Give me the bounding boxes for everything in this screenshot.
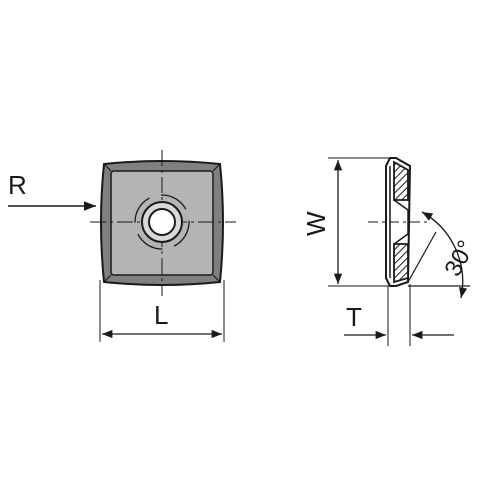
corner-bevel-lines	[103, 163, 221, 283]
angle-label: 30°	[439, 236, 480, 281]
lower-hatched-section	[393, 243, 409, 284]
angle-dimension	[407, 211, 470, 299]
hole-bore	[148, 208, 176, 236]
front-view: R L	[8, 150, 236, 342]
length-dimension	[99, 280, 225, 342]
countersink-circle	[134, 194, 190, 250]
front-center-lines	[90, 150, 236, 296]
thickness-dimension	[344, 284, 454, 346]
length-label: L	[154, 300, 168, 330]
width-label: W	[301, 211, 331, 236]
side-view: W T 30°	[301, 157, 480, 346]
width-extension-lines	[328, 157, 396, 287]
upper-hatched-section	[393, 160, 409, 201]
radius-label: R	[8, 170, 27, 200]
thickness-label: T	[346, 302, 362, 332]
